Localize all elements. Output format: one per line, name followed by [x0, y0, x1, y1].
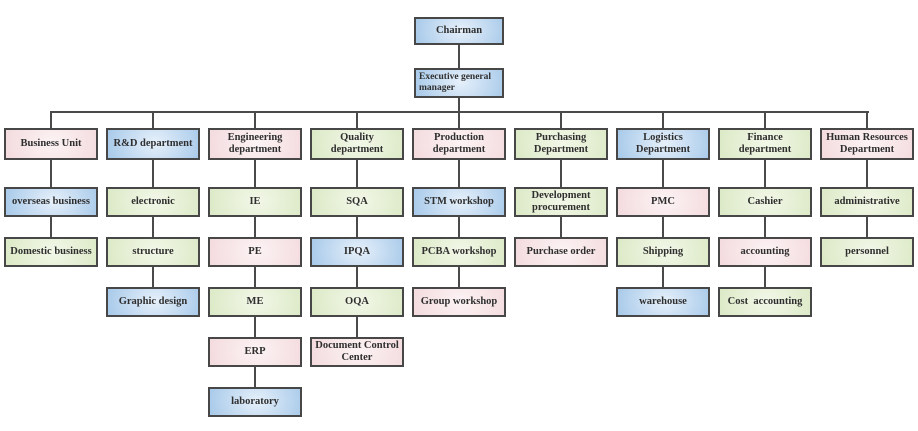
connector-trunk-to-finance-department [764, 111, 766, 128]
org-box-purchase-order: Purchase order [514, 237, 608, 267]
connector-to-group-workshop [458, 267, 460, 287]
org-box-engineering-department: Engineering department [208, 128, 302, 160]
org-box-purchasing-department: Purchasing Department [514, 128, 608, 160]
org-box-overseas-business: overseas business [4, 187, 98, 217]
connector-to-ie [254, 160, 256, 187]
connector-to-structure [152, 217, 154, 237]
connector-to-document-control-center [356, 317, 358, 337]
connector-trunk-to-engineering-department [254, 111, 256, 128]
connector-to-electronic [152, 160, 154, 187]
org-box-pcba-workshop: PCBA workshop [412, 237, 506, 267]
connector-trunk-to-quality-department [356, 111, 358, 128]
org-box-structure: structure [106, 237, 200, 267]
org-box-personnel: personnel [820, 237, 914, 267]
connector-trunk-to-purchasing-department [560, 111, 562, 128]
org-box-laboratory: laboratory [208, 387, 302, 417]
connector-executive-trunk [458, 98, 460, 111]
connector-trunk-to-production-department [458, 111, 460, 128]
org-box-production-department: Production department [412, 128, 506, 160]
connector-to-pmc [662, 160, 664, 187]
org-box-business-unit: Business Unit [4, 128, 98, 160]
org-box-group-workshop: Group workshop [412, 287, 506, 317]
org-box-quality-department: Quality department [310, 128, 404, 160]
connector-to-sqa [356, 160, 358, 187]
org-box-electronic: electronic [106, 187, 200, 217]
org-box-accounting: accounting [718, 237, 812, 267]
connector-to-domestic-business [50, 217, 52, 237]
org-box-administrative: administrative [820, 187, 914, 217]
connector-to-stm-workshop [458, 160, 460, 187]
org-box-pe: PE [208, 237, 302, 267]
org-box-warehouse: warehouse [616, 287, 710, 317]
connector-trunk-to-r-d-department [152, 111, 154, 128]
connector-to-laboratory [254, 367, 256, 387]
org-box-graphic-design: Graphic design [106, 287, 200, 317]
org-box-development-procurement: Development procurement [514, 187, 608, 217]
org-box-stm-workshop: STM workshop [412, 187, 506, 217]
connector-to-shipping [662, 217, 664, 237]
org-box-chairman: Chairman [414, 17, 504, 45]
connector-trunk-to-logistics-department [662, 111, 664, 128]
connector-to-overseas-business [50, 160, 52, 187]
org-box-executive-general-manager: Executive general manager [414, 68, 504, 98]
org-box-human-resources-department: Human Resources Department [820, 128, 914, 160]
org-box-pmc: PMC [616, 187, 710, 217]
connector-to-cost-accounting [764, 267, 766, 287]
connector-to-pe [254, 217, 256, 237]
org-box-sqa: SQA [310, 187, 404, 217]
connector-to-purchase-order [560, 217, 562, 237]
org-box-domestic-business: Domestic business [4, 237, 98, 267]
org-box-ie: IE [208, 187, 302, 217]
org-box-finance-department: Finance department [718, 128, 812, 160]
org-box-erp: ERP [208, 337, 302, 367]
org-box-shipping: Shipping [616, 237, 710, 267]
connector-horizontal-line [51, 111, 869, 113]
department-column-human-resources-department: Human Resources Department administrative… [820, 111, 914, 267]
org-box-logistics-department: Logistics Department [616, 128, 710, 160]
org-box-oqa: OQA [310, 287, 404, 317]
org-box-me: ME [208, 287, 302, 317]
org-box-ipqa: IPQA [310, 237, 404, 267]
connector-to-ipqa [356, 217, 358, 237]
connector-to-me [254, 267, 256, 287]
connector-trunk-to-human-resources-department [866, 111, 868, 128]
connector-to-warehouse [662, 267, 664, 287]
connector-to-cashier [764, 160, 766, 187]
org-box-document-control-center: Document Control Center [310, 337, 404, 367]
connector-to-erp [254, 317, 256, 337]
connector-trunk-to-business-unit [50, 111, 52, 128]
org-box-r-d-department: R&D department [106, 128, 200, 160]
connector-to-pcba-workshop [458, 217, 460, 237]
org-box-cost-accounting: Cost accounting [718, 287, 812, 317]
connector-to-personnel [866, 217, 868, 237]
connector-to-oqa [356, 267, 358, 287]
connector-to-graphic-design [152, 267, 154, 287]
org-box-cashier: Cashier [718, 187, 812, 217]
connector-to-development-procurement [560, 160, 562, 187]
connector-to-accounting [764, 217, 766, 237]
connector-chairman-executive [458, 45, 460, 68]
connector-to-administrative [866, 160, 868, 187]
